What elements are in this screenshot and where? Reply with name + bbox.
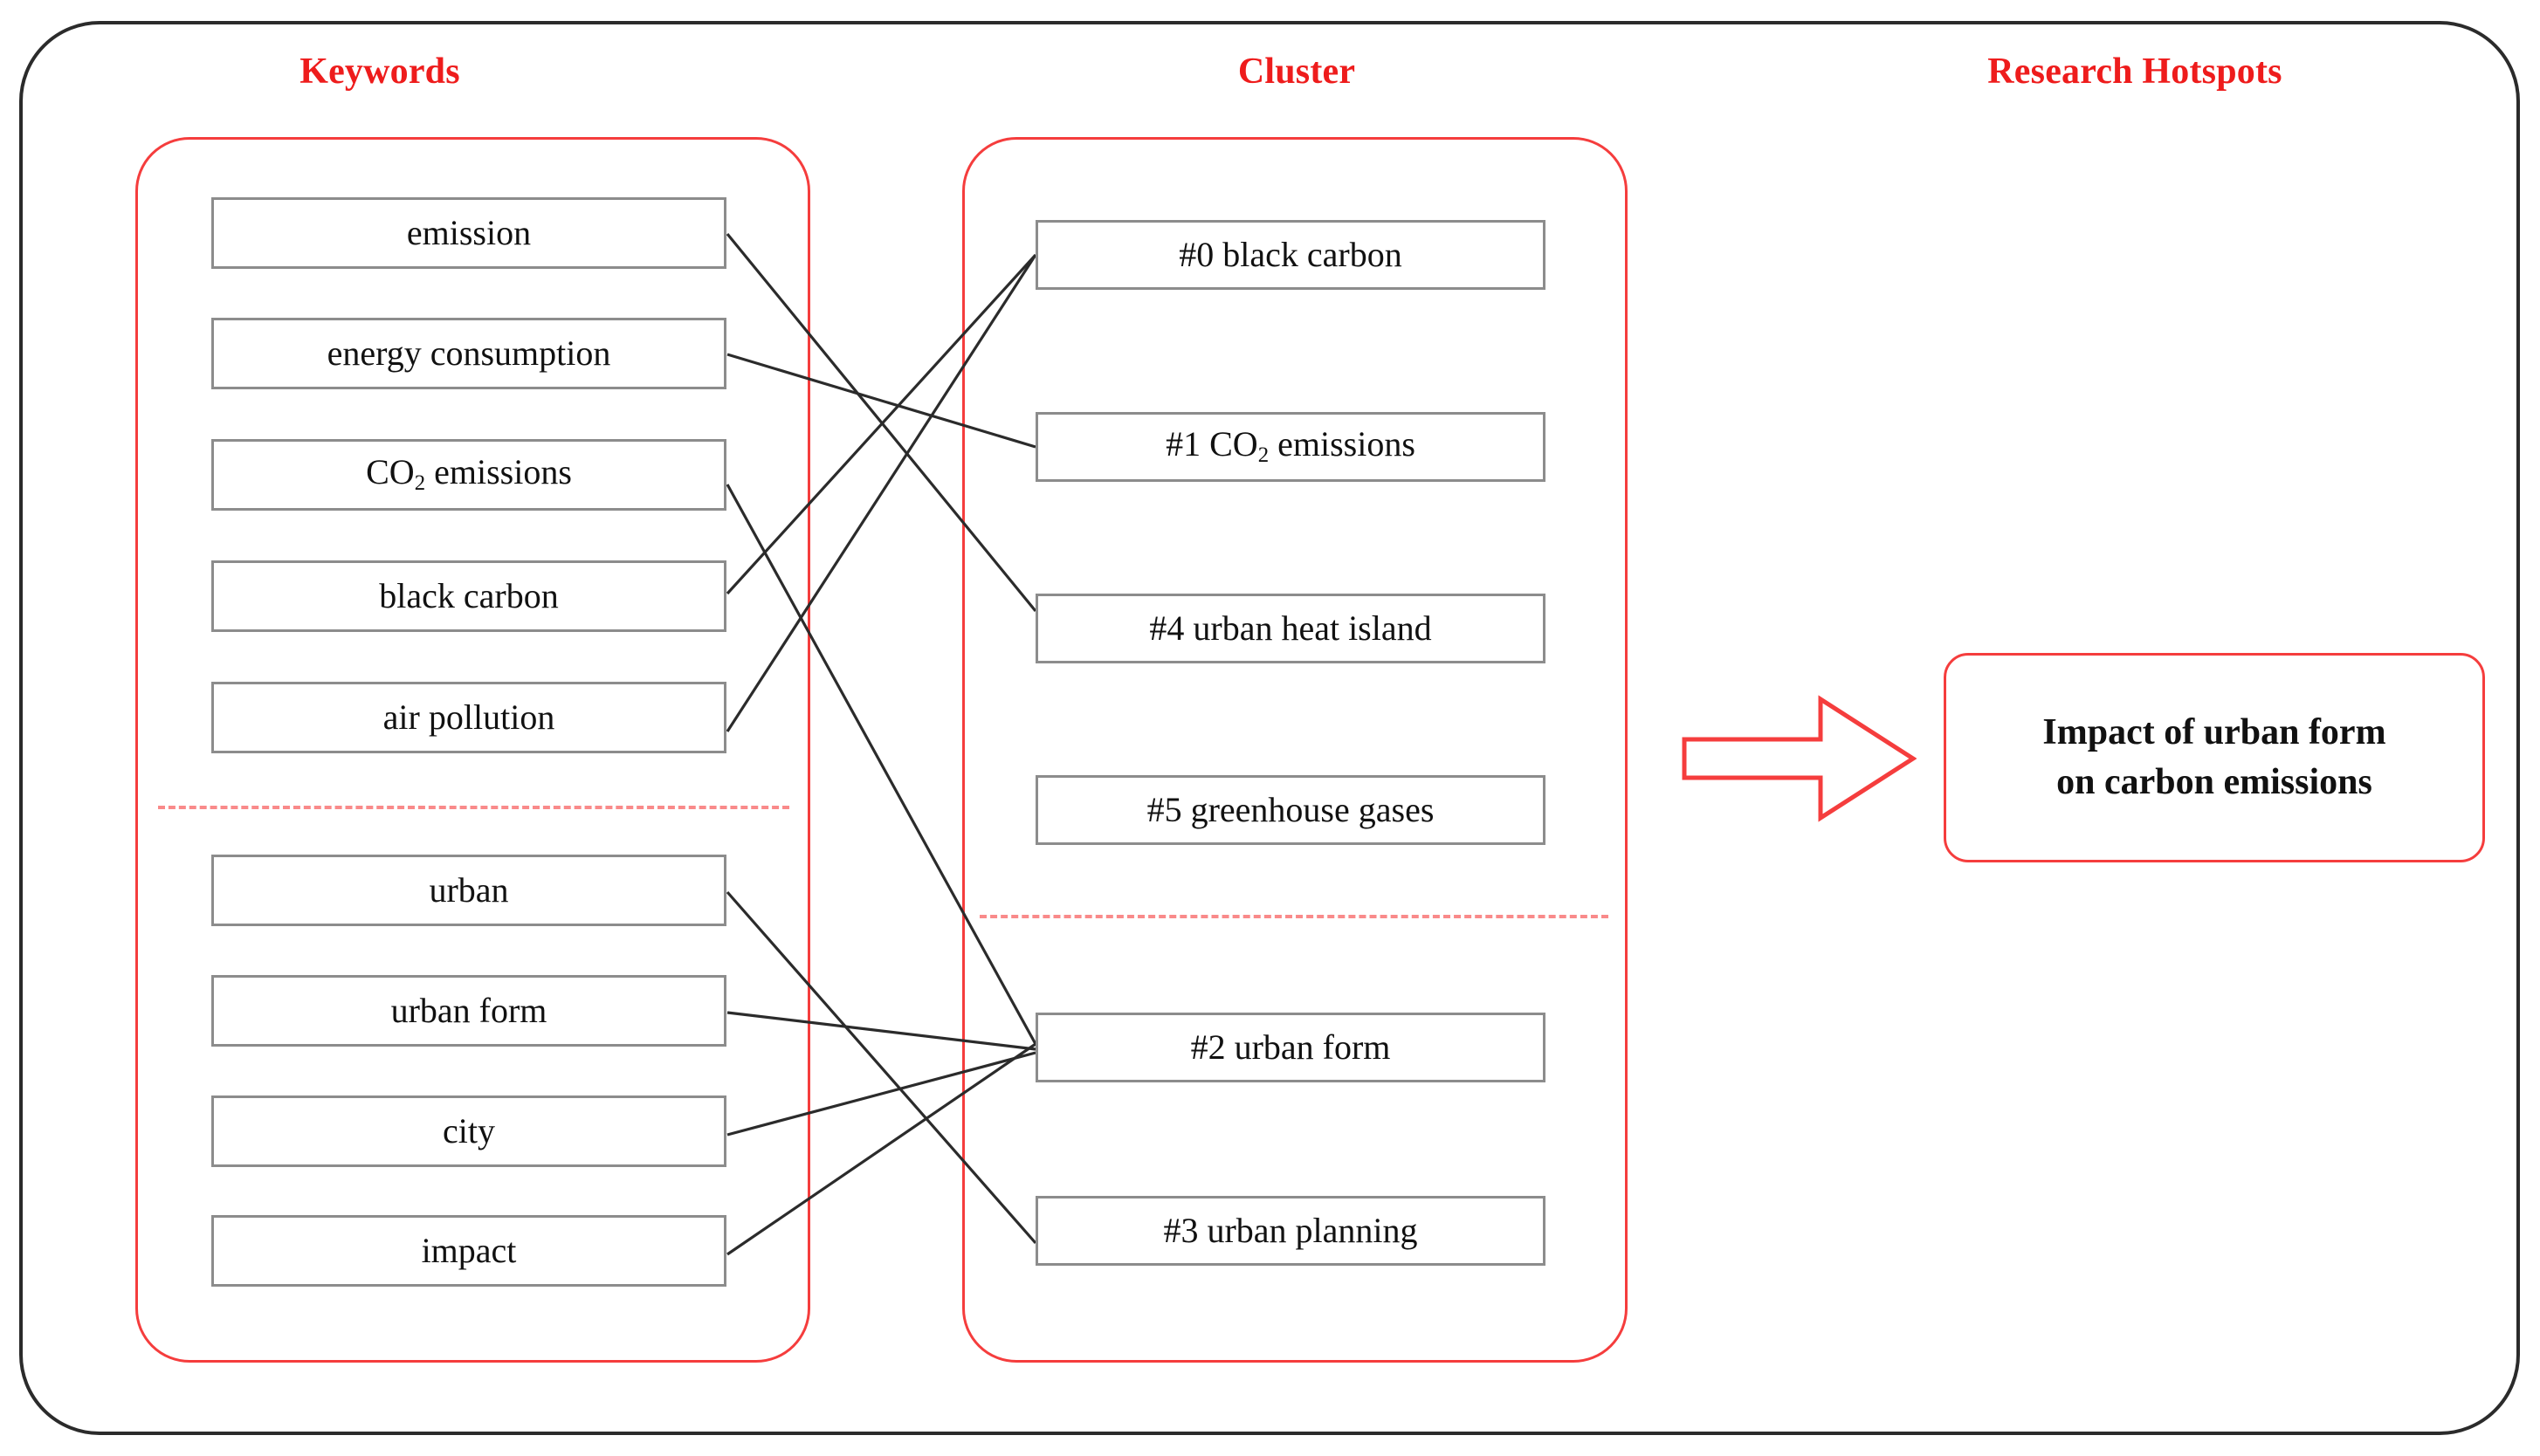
cluster-label: #0 black carbon (1179, 235, 1402, 274)
hotspot-text: Impact of urban form on carbon emissions (2042, 708, 2385, 807)
keyword-label: city (443, 1111, 495, 1150)
cluster-label: #4 urban heat island (1149, 608, 1432, 648)
keyword-label: urban form (390, 991, 547, 1030)
keywords-group-divider (158, 806, 789, 809)
keyword-label: urban (429, 870, 509, 910)
keyword-box-emission[interactable]: emission (211, 197, 726, 269)
column-title-research-hotspots: Research Hotspots (1987, 52, 2282, 92)
cluster-box-1-co2-emissions[interactable]: #1 CO2 emissions (1036, 412, 1545, 482)
keyword-label: impact (421, 1231, 517, 1270)
keyword-box-co2-emissions[interactable]: CO2 emissions (211, 439, 726, 511)
cluster-box-0-black-carbon[interactable]: #0 black carbon (1036, 220, 1545, 290)
cluster-box-2-urban-form[interactable]: #2 urban form (1036, 1013, 1545, 1082)
keyword-box-urban-form[interactable]: urban form (211, 975, 726, 1047)
hotspot-line-1: Impact of urban form (2042, 712, 2386, 753)
keyword-box-urban[interactable]: urban (211, 855, 726, 926)
keyword-label: air pollution (382, 697, 555, 737)
cluster-label: #5 greenhouse gases (1146, 790, 1435, 829)
column-title-cluster: Cluster (1237, 52, 1356, 92)
cluster-label: #2 urban form (1190, 1027, 1391, 1067)
outer-frame (19, 21, 2520, 1435)
research-hotspot-box[interactable]: Impact of urban form on carbon emissions (1944, 653, 2485, 862)
keyword-label: CO2 emissions (366, 452, 572, 496)
cluster-box-4-urban-heat-island[interactable]: #4 urban heat island (1036, 594, 1545, 663)
cluster-box-3-urban-planning[interactable]: #3 urban planning (1036, 1196, 1545, 1266)
keyword-box-impact[interactable]: impact (211, 1215, 726, 1287)
keyword-box-city[interactable]: city (211, 1095, 726, 1167)
keyword-label: black carbon (379, 576, 559, 615)
cluster-label: #1 CO2 emissions (1166, 424, 1415, 468)
keyword-label: energy consumption (327, 333, 611, 373)
cluster-box-5-greenhouse-gases[interactable]: #5 greenhouse gases (1036, 775, 1545, 845)
right-arrow-icon (1682, 695, 1917, 822)
cluster-group-divider (980, 915, 1608, 918)
keyword-box-energy-consumption[interactable]: energy consumption (211, 318, 726, 389)
keyword-label: emission (406, 213, 532, 252)
keyword-box-black-carbon[interactable]: black carbon (211, 560, 726, 632)
hotspot-line-2: on carbon emissions (2056, 762, 2372, 802)
cluster-label: #3 urban planning (1163, 1211, 1418, 1250)
column-title-keywords: Keywords (299, 52, 460, 92)
keyword-box-air-pollution[interactable]: air pollution (211, 682, 726, 753)
cluster-panel (962, 137, 1628, 1363)
